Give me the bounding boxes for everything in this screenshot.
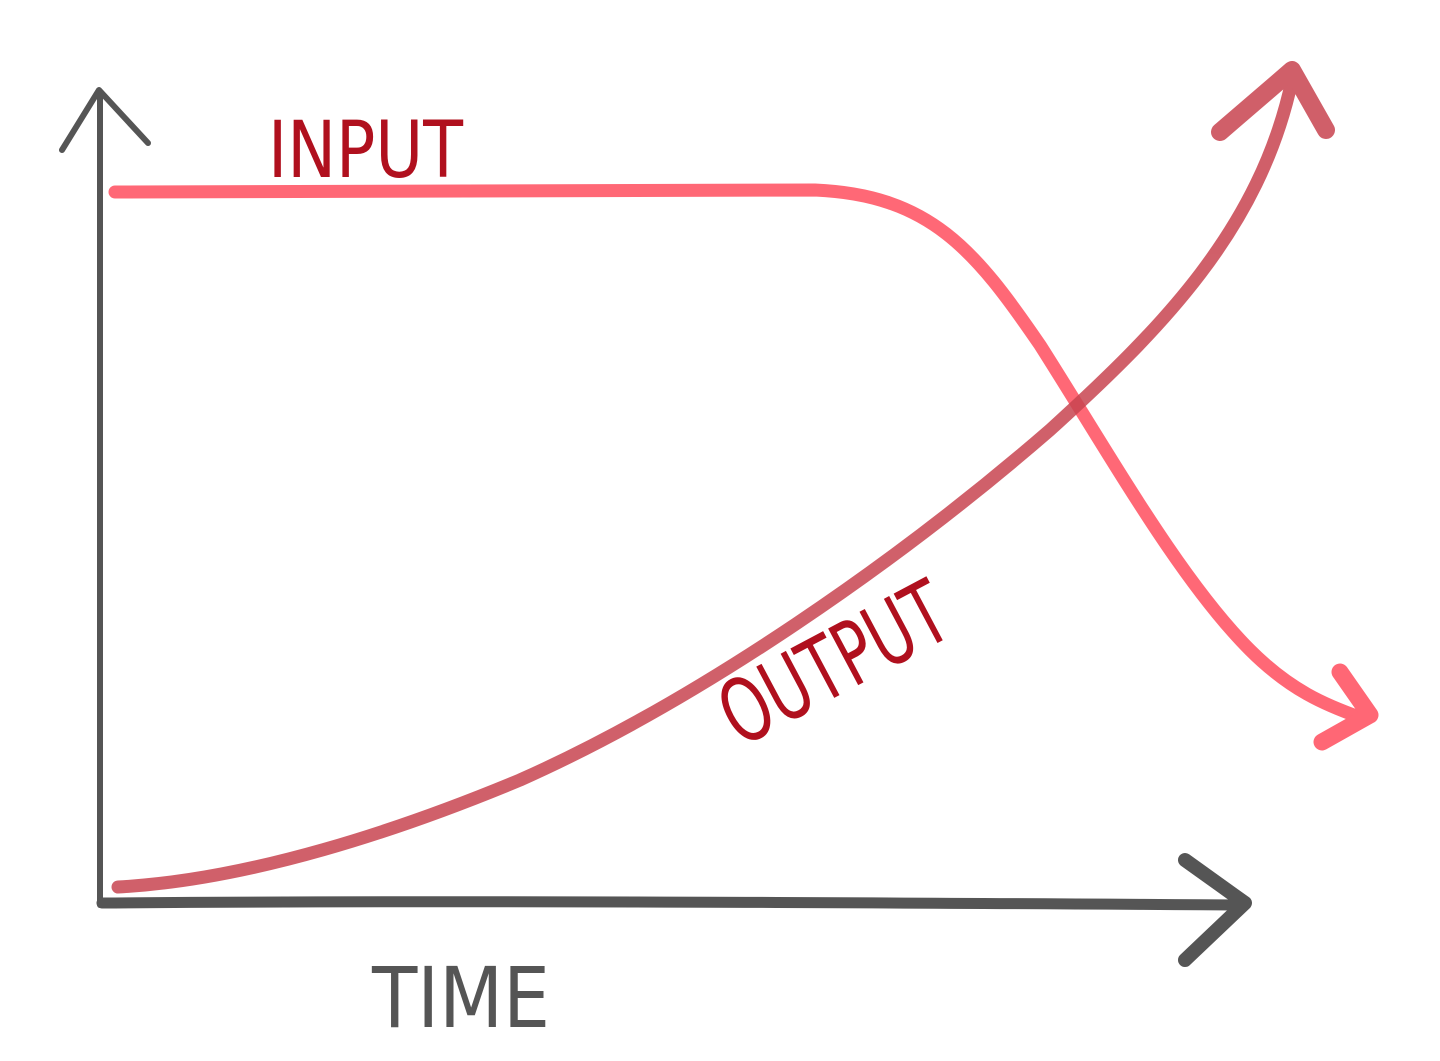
time-label: TIME [371, 949, 550, 1047]
x-axis-line [96, 896, 1249, 911]
input-label: INPUT [268, 106, 464, 196]
x-axis [96, 853, 1252, 967]
output-arrowhead-icon [1211, 61, 1335, 141]
input-line [108, 183, 1369, 725]
y-axis-arrowhead-icon [59, 87, 151, 153]
y-axis [59, 87, 151, 908]
x-axis-arrowhead-icon [1178, 853, 1252, 967]
input-arrowhead-icon [1313, 663, 1379, 751]
output-line [111, 73, 1299, 894]
y-axis-line [96, 92, 104, 908]
output-curve [111, 61, 1335, 894]
input-curve [108, 183, 1379, 751]
